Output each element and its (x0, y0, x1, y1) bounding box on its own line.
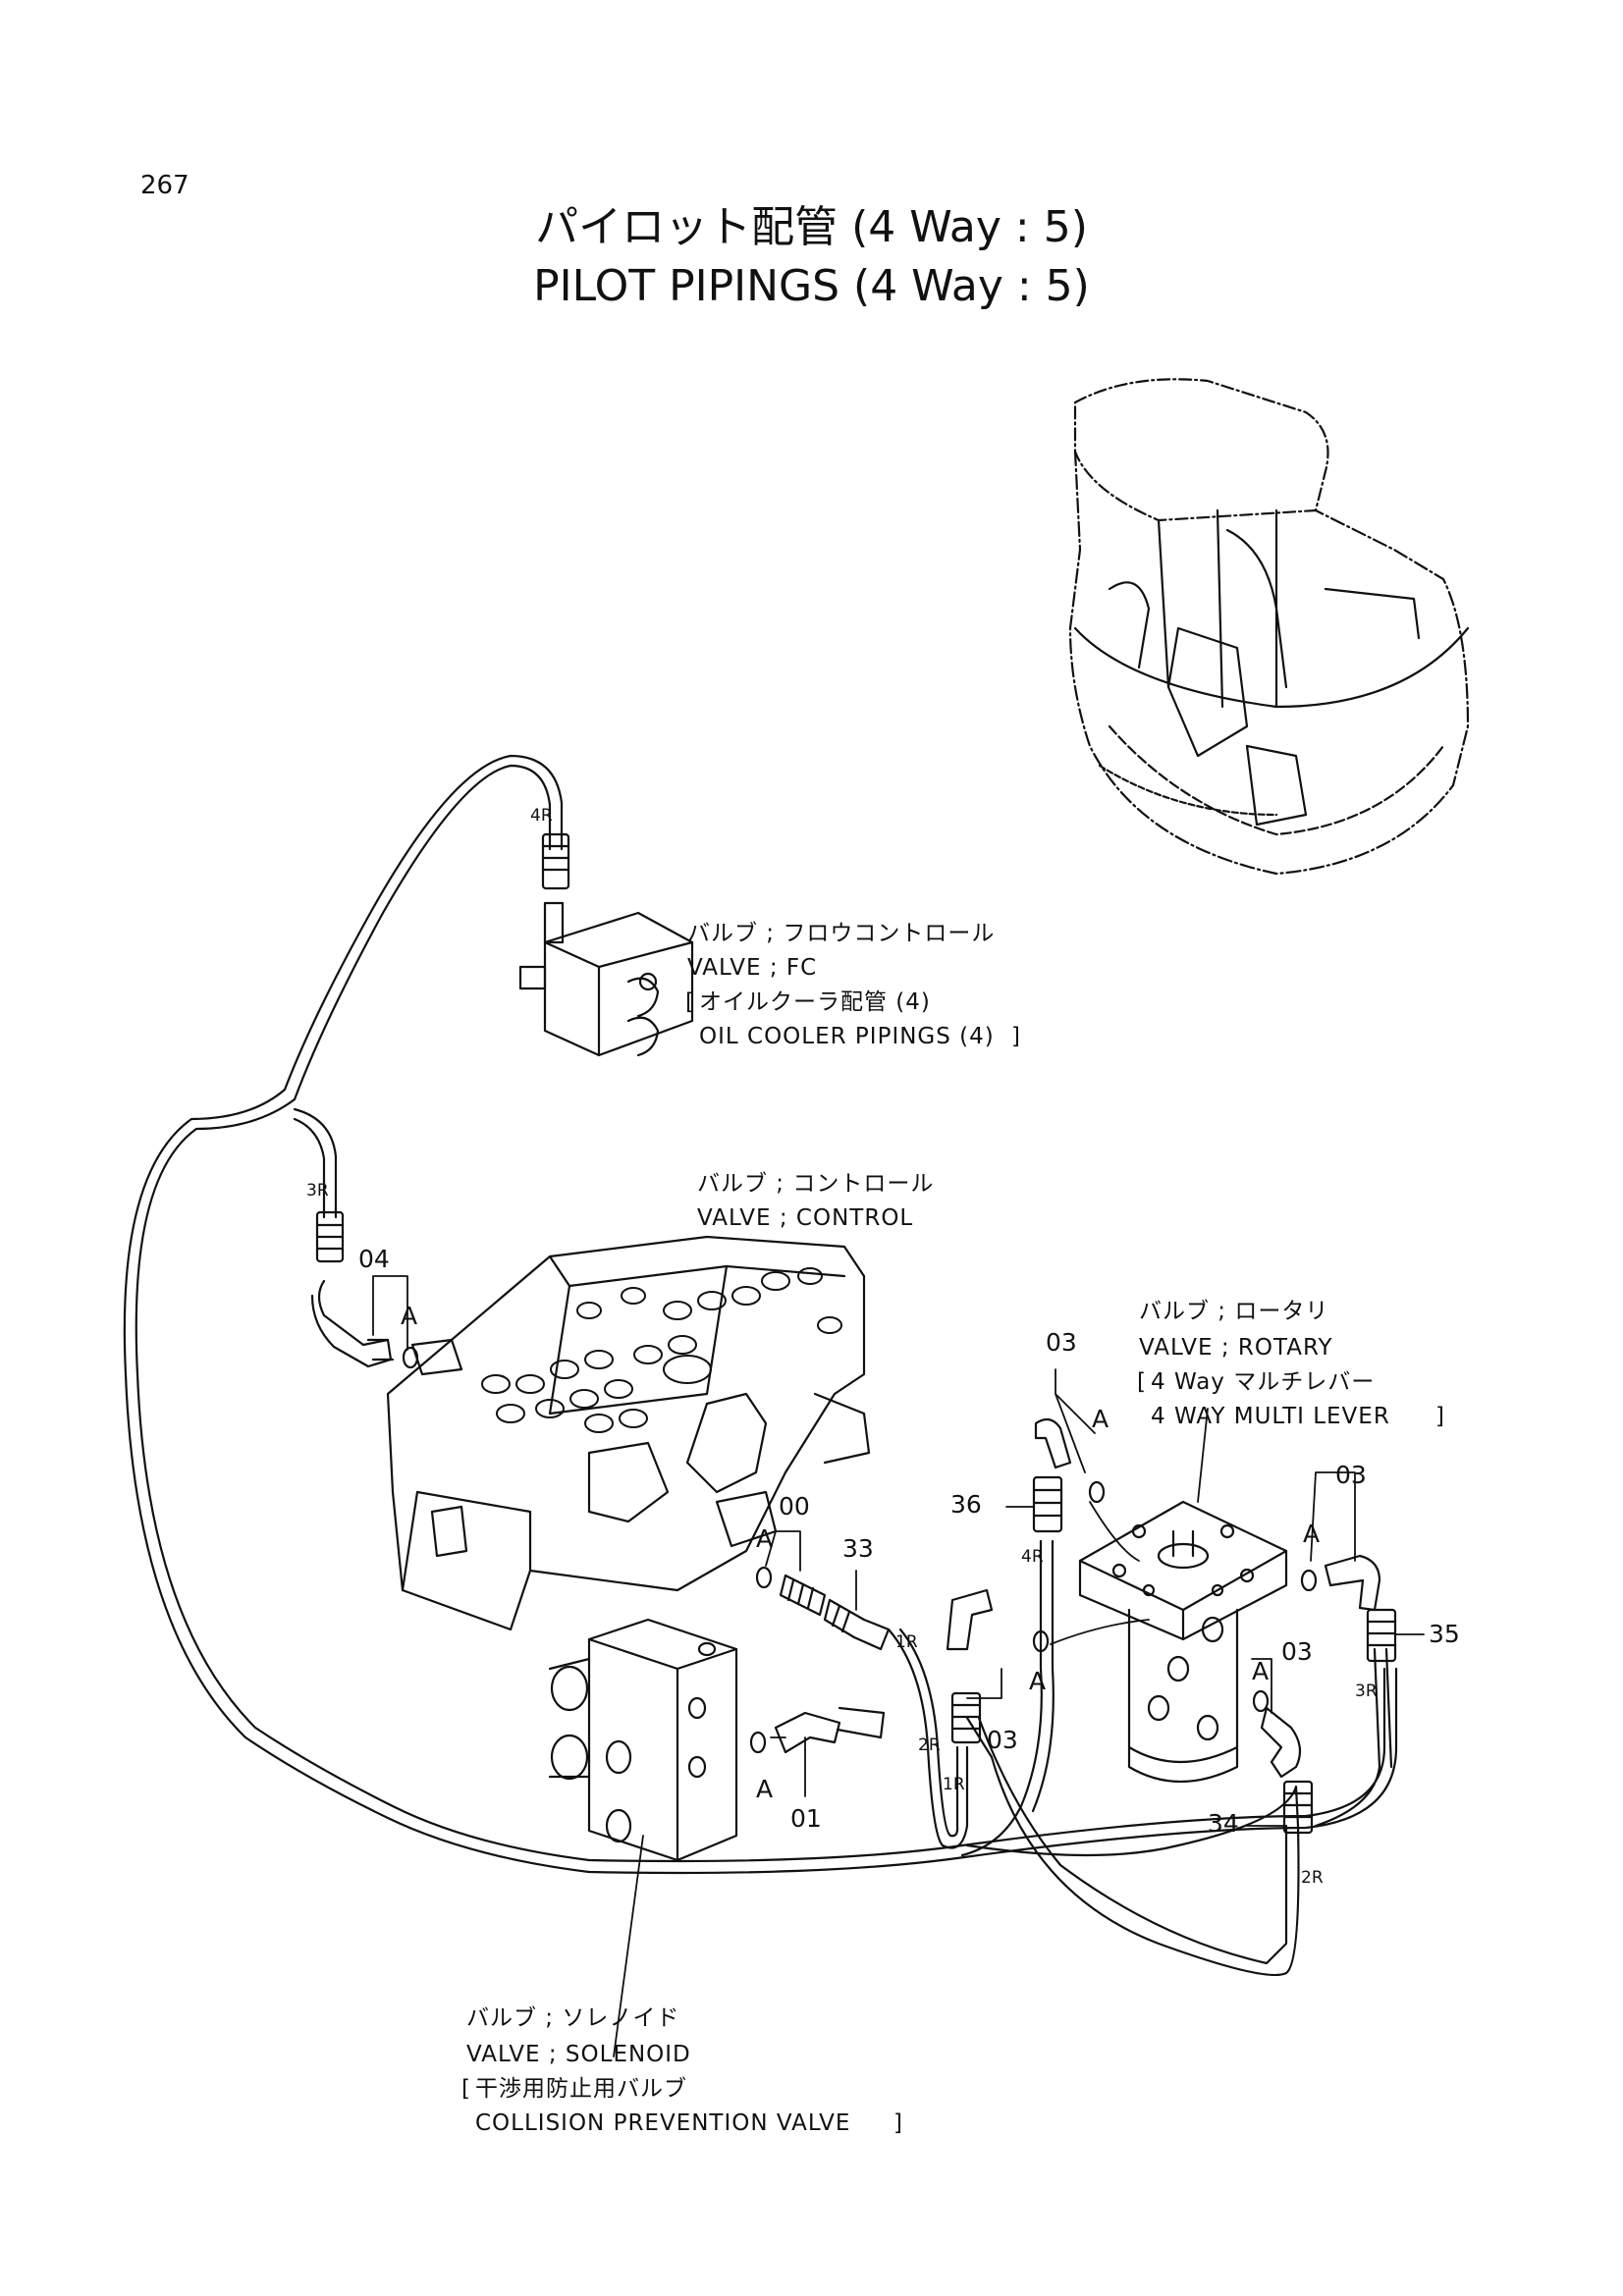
part-number-03: 03 (1046, 1328, 1077, 1357)
valve-solenoid-ref-en: COLLISION PREVENTION VALVE (475, 2110, 851, 2136)
title-english: PILOT PIPINGS (4 Way : 5) (533, 261, 1090, 311)
detail-mark-a: A (401, 1302, 418, 1330)
hose-mark-3r: 3R (1355, 1682, 1378, 1701)
bracket-close: ] (1011, 1024, 1020, 1049)
bracket-close: ] (1435, 1404, 1444, 1429)
detail-mark-a: A (1029, 1667, 1047, 1695)
part-number-01: 01 (790, 1804, 822, 1833)
valve-rotary-drawing (1078, 1500, 1288, 1783)
detail-mark-a: A (756, 1775, 774, 1803)
detail-mark-a: A (1092, 1405, 1109, 1433)
part-number-33: 33 (842, 1534, 874, 1563)
page-number: 267 (140, 171, 189, 200)
pilot-hoses (123, 754, 1398, 1977)
hose-mark-2r: 2R (918, 1735, 941, 1755)
hose-mark-4r: 4R (530, 806, 553, 826)
valve-control-label-jp: バルブ ; コントロール (697, 1171, 935, 1197)
title-japanese: パイロット配管 (4 Way : 5) (535, 202, 1088, 252)
bracket-open: [ (461, 2076, 470, 2102)
detail-mark-a: A (756, 1524, 774, 1553)
part-number-36: 36 (950, 1490, 982, 1519)
valve-fc-drawing (518, 901, 694, 1057)
bracket-close: ] (893, 2110, 902, 2136)
valve-rotary-label-en: VALVE ; ROTARY (1139, 1335, 1333, 1361)
hose-mark-3r: 3R (306, 1181, 329, 1201)
part-number-03: 03 (987, 1726, 1018, 1754)
bracket-open: [ (685, 989, 694, 1015)
valve-solenoid-drawing (548, 1618, 738, 1862)
part-number-35: 35 (1429, 1620, 1460, 1648)
valve-solenoid-label-en: VALVE ; SOLENOID (466, 2042, 691, 2067)
hose-mark-1r: 1R (895, 1632, 918, 1652)
valve-fc-label-jp: バルブ ; フロウコントロール (687, 921, 996, 946)
part-number-00: 00 (779, 1492, 810, 1521)
valve-fc-ref-en: OIL COOLER PIPINGS (4) (699, 1024, 995, 1049)
part-number-03: 03 (1281, 1637, 1313, 1666)
part-number-34: 34 (1208, 1809, 1239, 1838)
part-number-04: 04 (358, 1245, 390, 1273)
fittings (310, 832, 1397, 1835)
valve-control-label-en: VALVE ; CONTROL (697, 1205, 914, 1231)
hose-mark-4r: 4R (1021, 1547, 1044, 1567)
hose-mark-2r: 2R (1301, 1868, 1324, 1888)
part-number-03: 03 (1335, 1461, 1367, 1489)
machine-overview-drawing (1068, 378, 1470, 876)
bracket-open: [ (1137, 1369, 1146, 1395)
leader-lines (372, 1275, 1425, 2057)
valve-solenoid-ref-jp: 干渉用防止用バルブ (475, 2076, 687, 2102)
valve-fc-ref-jp: オイルクーラ配管 (4) (699, 989, 931, 1015)
valve-fc-label-en: VALVE ; FC (687, 955, 818, 981)
valve-control-drawing (386, 1235, 871, 1631)
detail-mark-a: A (1303, 1520, 1321, 1548)
o-rings (402, 1346, 1318, 1754)
hose-mark-1r: 1R (943, 1775, 965, 1794)
valve-solenoid-label-jp: バルブ ; ソレノイド (466, 2005, 680, 2031)
valve-rotary-label-jp: バルブ ; ロータリ (1139, 1299, 1329, 1324)
valve-rotary-ref-jp: 4 Way マルチレバー (1151, 1369, 1376, 1395)
valve-rotary-ref-en: 4 WAY MULTI LEVER (1151, 1404, 1390, 1429)
detail-mark-a: A (1252, 1657, 1270, 1685)
